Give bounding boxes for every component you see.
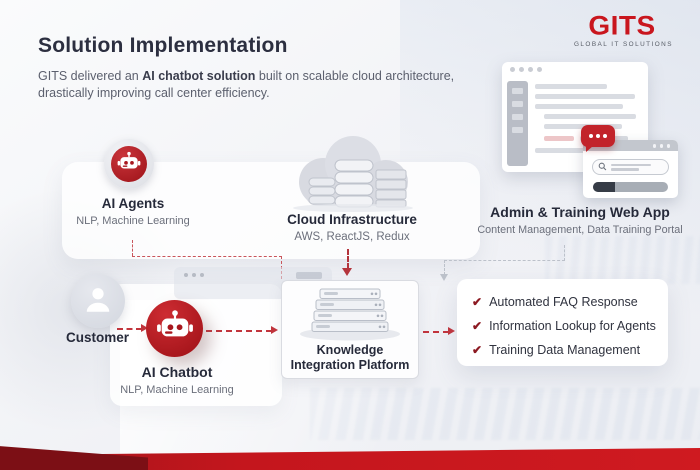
ai-agents-label: AI Agents (101, 196, 165, 211)
benefit-label: Information Lookup for Agents (489, 318, 656, 333)
subtitle-prefix: GITS delivered an (38, 69, 143, 83)
arrow-knowledge-to-benefits (448, 327, 455, 335)
connector-chatbot-shaft (206, 330, 272, 332)
arrow-cloud-to-knowledge (342, 268, 352, 276)
footer-ribbon-red (0, 448, 700, 470)
cloud-label: Cloud Infrastructure (287, 212, 417, 227)
search-icon (598, 158, 607, 176)
gits-logo: GITS GLOBAL IT SOLUTIONS (574, 10, 673, 48)
page-title: Solution Implementation (38, 34, 288, 57)
connector-agents-vertical (132, 240, 133, 256)
robot-icon (155, 306, 195, 351)
browser-line (535, 84, 607, 89)
connector-cloud-shaft (347, 249, 349, 269)
browser-line (535, 148, 599, 153)
browser-dots (510, 67, 542, 72)
search-field (592, 159, 669, 175)
browser-line-highlight (544, 136, 574, 141)
chat-widget-window-icon (583, 140, 678, 198)
action-button-bar (593, 182, 668, 192)
admin-browser-window-icon (502, 62, 648, 172)
page-subtitle: GITS delivered an AI chatbot solution bu… (38, 68, 490, 102)
connector-knowledge-shaft (423, 331, 449, 333)
check-icon: ✔ (472, 342, 483, 357)
knowledge-label-line1: Knowledge (316, 343, 384, 357)
robot-icon (116, 149, 142, 180)
arrow-chatbot-to-knowledge (271, 326, 278, 334)
window-titlebar (583, 140, 678, 151)
arrow-admin-to-knowledge (440, 274, 448, 281)
benefit-label: Training Data Management (489, 342, 641, 357)
knowledge-platform-card: Knowledge Integration Platform (281, 280, 419, 379)
gits-logo-text: GITS (588, 10, 656, 41)
benefit-label: Automated FAQ Response (489, 294, 638, 309)
ai-agents-node (104, 139, 154, 189)
list-item: ✔ Training Data Management (472, 339, 668, 360)
check-icon: ✔ (472, 318, 483, 333)
chatbot-sublabel: NLP, Machine Learning (120, 384, 234, 396)
browser-line (535, 104, 623, 109)
subtitle-bold: AI chatbot solution (142, 69, 256, 83)
search-placeholder-lines (611, 163, 651, 171)
connector-agents-horizontal (132, 256, 282, 257)
cloud-icon (283, 130, 421, 212)
arrow-customer-to-chatbot (141, 324, 148, 332)
gits-logo-tagline: GLOBAL IT SOLUTIONS (574, 41, 673, 48)
knowledge-label-line2: Integration Platform (290, 358, 410, 372)
benefits-card: ✔ Automated FAQ Response ✔ Information L… (457, 279, 668, 366)
ai-agents-sublabel: NLP, Machine Learning (76, 215, 190, 227)
browser-sidebar (507, 81, 528, 166)
customer-avatar (71, 274, 125, 328)
check-icon: ✔ (472, 294, 483, 309)
browser-line (544, 114, 636, 119)
list-item: ✔ Automated FAQ Response (472, 291, 668, 312)
list-item: ✔ Information Lookup for Agents (472, 315, 668, 336)
cloud-sublabel: AWS, ReactJS, Redux (294, 231, 410, 243)
ai-chatbot-node (146, 300, 203, 357)
connector-admin-horizontal (444, 260, 565, 261)
admin-app-label: Admin & Training Web App (490, 204, 670, 220)
connector-admin-drop (444, 260, 445, 275)
ai-agents-circle (111, 146, 147, 182)
footer-ribbon-dark (0, 446, 148, 470)
person-icon (80, 281, 116, 322)
background-keyboard-texture-small (545, 236, 700, 284)
chatbot-label: AI Chatbot (141, 364, 213, 380)
subtitle-suffix: built on scalable cloud architecture, dr… (38, 69, 455, 100)
footer-ribbon (0, 444, 700, 470)
browser-line (535, 94, 635, 99)
connector-customer-shaft (117, 328, 142, 330)
server-stack-icon (292, 287, 408, 346)
chat-bubble-icon (581, 125, 615, 152)
admin-app-sublabel: Content Management, Data Training Portal (477, 224, 683, 236)
customer-label: Customer (65, 330, 129, 345)
connector-admin-vertical (564, 245, 565, 261)
